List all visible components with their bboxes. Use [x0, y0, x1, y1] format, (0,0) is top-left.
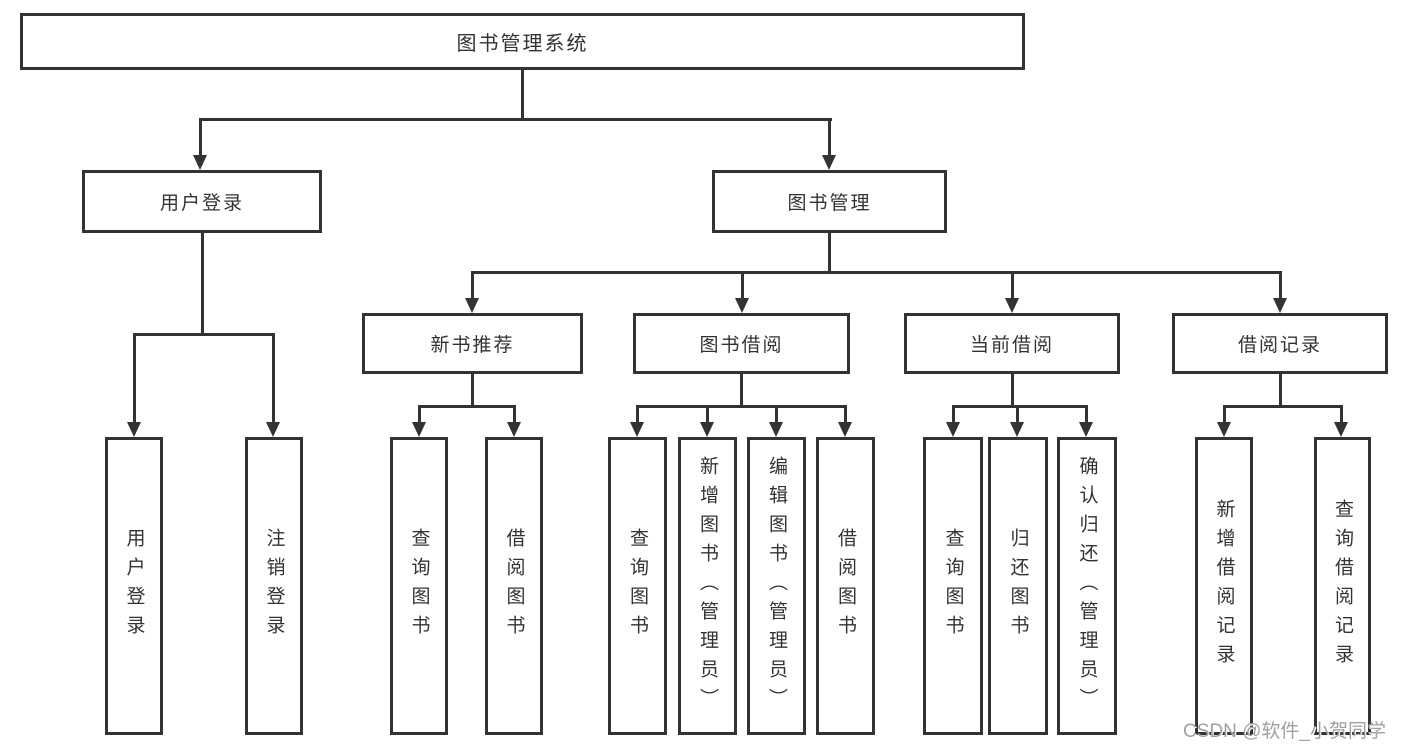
node-label: 归还图书	[1007, 528, 1029, 644]
node-label: 用户登录	[123, 528, 145, 644]
connector-line	[418, 405, 516, 408]
node-label: 查询图书	[408, 528, 430, 644]
connector-line	[471, 374, 474, 407]
connector-line	[1085, 405, 1088, 423]
node-label: 新增借阅记录	[1213, 499, 1235, 673]
connector-line	[471, 271, 1282, 274]
arrowhead-down-icon	[700, 422, 714, 437]
arrowhead-down-icon	[630, 422, 644, 437]
node-book-management: 图书管理	[712, 170, 947, 233]
node-label: 图书管理	[787, 193, 872, 214]
leaf-add-books-admin: 新增图书（管理员）	[678, 437, 737, 735]
connector-line	[1016, 405, 1019, 423]
node-label: 图书借阅	[699, 335, 784, 356]
connector-line	[199, 118, 832, 121]
arrowhead-down-icon	[1273, 298, 1287, 313]
connector-line	[828, 233, 831, 273]
arrowhead-down-icon	[838, 422, 852, 437]
connector-line	[1011, 374, 1014, 407]
arrowhead-down-icon	[266, 422, 280, 437]
leaf-logout: 注销登录	[245, 437, 303, 735]
connector-line	[199, 118, 202, 156]
leaf-confirm-return-admin: 确认归还（管理员）	[1057, 437, 1117, 735]
connector-line	[740, 374, 743, 407]
connector-line	[1011, 271, 1014, 299]
arrowhead-down-icon	[1010, 422, 1024, 437]
arrowhead-down-icon	[1079, 422, 1093, 437]
node-book-borrow: 图书借阅	[633, 313, 850, 374]
node-label: 查询图书	[942, 528, 964, 644]
connector-line	[1223, 405, 1226, 423]
node-label: 图书管理系统	[456, 33, 589, 55]
arrowhead-down-icon	[735, 298, 749, 313]
node-label: 用户登录	[159, 193, 244, 214]
node-label: 借阅图书	[503, 528, 525, 644]
node-label: 注销登录	[263, 528, 285, 644]
arrowhead-down-icon	[822, 155, 836, 170]
connector-line	[952, 405, 1088, 408]
connector-line	[1279, 271, 1282, 299]
leaf-query-borrow-record: 查询借阅记录	[1314, 437, 1371, 735]
connector-line	[952, 405, 955, 423]
leaf-return-books: 归还图书	[988, 437, 1048, 735]
node-current-borrow: 当前借阅	[904, 313, 1120, 374]
connector-line	[201, 233, 204, 335]
connector-line	[513, 405, 516, 423]
node-root-system: 图书管理系统	[20, 13, 1025, 70]
connector-line	[418, 405, 421, 423]
leaf-add-borrow-record: 新增借阅记录	[1195, 437, 1253, 735]
connector-line	[775, 405, 778, 423]
connector-line	[272, 333, 275, 423]
node-borrow-records: 借阅记录	[1172, 313, 1388, 374]
node-label: 编辑图书（管理员）	[766, 455, 787, 717]
leaf-query-books-recommend: 查询图书	[390, 437, 448, 735]
leaf-query-books-current: 查询图书	[923, 437, 983, 735]
connector-line	[133, 333, 275, 336]
arrowhead-down-icon	[1217, 422, 1231, 437]
connector-line	[844, 405, 847, 423]
connector-line	[521, 70, 524, 120]
node-label: 借阅图书	[835, 528, 856, 644]
leaf-query-books-borrow: 查询图书	[608, 437, 667, 735]
arrowhead-down-icon	[769, 422, 783, 437]
leaf-borrow-books-recommend: 借阅图书	[485, 437, 543, 735]
leaf-borrow-books: 借阅图书	[816, 437, 875, 735]
arrowhead-down-icon	[1334, 422, 1348, 437]
node-label: 查询借阅记录	[1332, 499, 1353, 673]
node-label: 确认归还（管理员）	[1076, 455, 1098, 717]
node-label: 借阅记录	[1237, 335, 1322, 356]
node-label: 当前借阅	[969, 335, 1054, 356]
connector-line	[636, 405, 846, 408]
connector-line	[471, 271, 474, 299]
node-label: 新增图书（管理员）	[697, 455, 718, 717]
arrowhead-down-icon	[412, 422, 426, 437]
connector-line	[1223, 405, 1342, 408]
node-new-book-recommend: 新书推荐	[362, 313, 583, 374]
node-label: 新书推荐	[430, 335, 515, 356]
arrowhead-down-icon	[465, 298, 479, 313]
connector-line	[636, 405, 639, 423]
connector-line	[741, 271, 744, 299]
arrowhead-down-icon	[946, 422, 960, 437]
connector-line	[706, 405, 709, 423]
arrowhead-down-icon	[1005, 298, 1019, 313]
connector-line	[1340, 405, 1343, 423]
node-label: 查询图书	[627, 528, 648, 644]
connector-line	[133, 333, 136, 423]
connector-line	[1279, 374, 1282, 407]
csdn-watermark: CSDN @软件_小贺同学	[1183, 721, 1386, 742]
leaf-user-login: 用户登录	[105, 437, 163, 735]
arrowhead-down-icon	[507, 422, 521, 437]
leaf-edit-books-admin: 编辑图书（管理员）	[747, 437, 806, 735]
node-user-login: 用户登录	[82, 170, 322, 233]
arrowhead-down-icon	[193, 155, 207, 170]
connector-line	[828, 118, 831, 156]
arrowhead-down-icon	[127, 422, 141, 437]
